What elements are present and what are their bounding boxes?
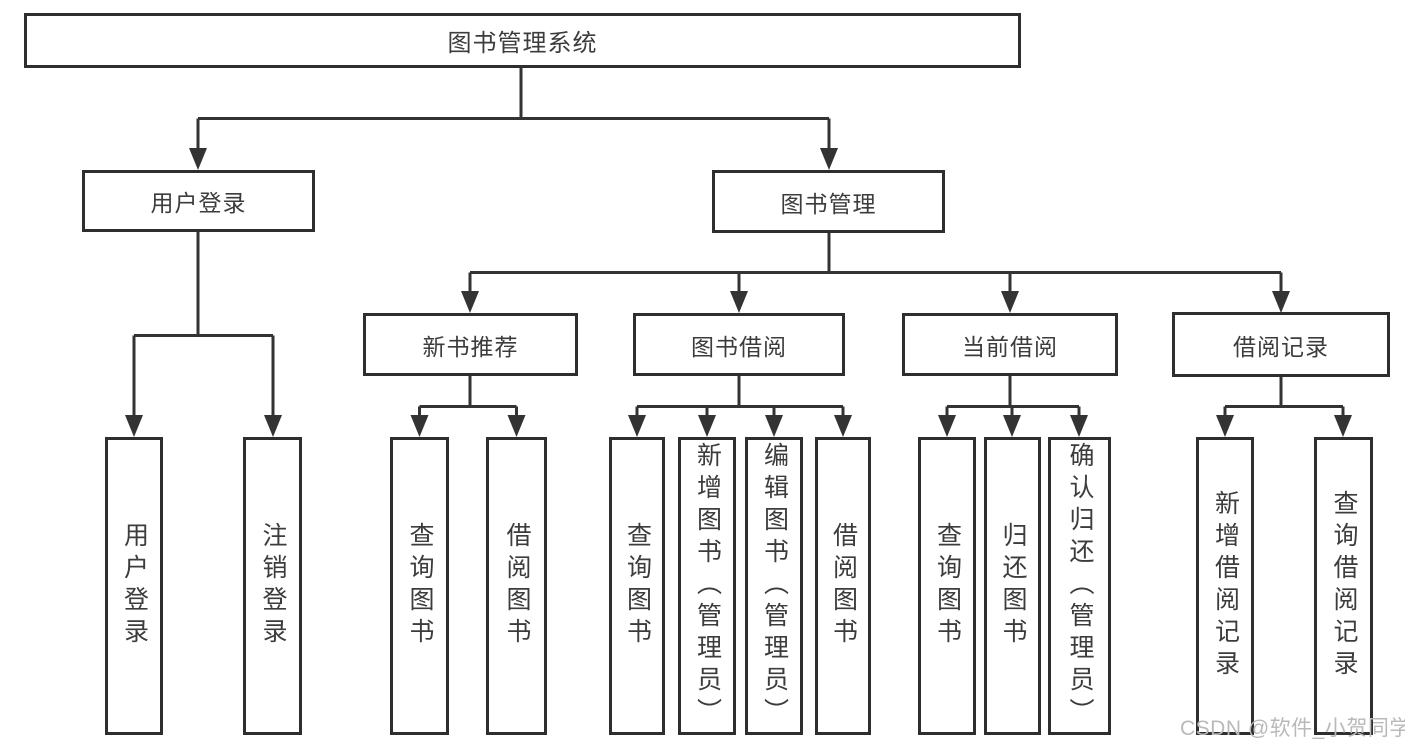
leaf-query-book-current: 查询图书 (918, 437, 976, 735)
leaf-return-book: 归还图书 (984, 437, 1041, 735)
leaf-add-book-admin: 新增图书（管理员） (678, 437, 736, 735)
node-root: 图书管理系统 (24, 13, 1021, 68)
node-user-login: 用户登录 (82, 170, 315, 232)
arrowhead-icons (125, 148, 1352, 437)
node-new-book-recommend: 新书推荐 (363, 313, 578, 376)
node-borrow-records: 借阅记录 (1172, 312, 1390, 377)
leaf-query-borrow-record: 查询借阅记录 (1314, 437, 1373, 735)
leaf-edit-book-admin: 编辑图书（管理员） (745, 437, 803, 735)
leaf-query-book-recommend: 查询图书 (390, 437, 449, 735)
leaf-query-book-borrow: 查询图书 (609, 437, 665, 735)
node-current-borrow: 当前借阅 (902, 313, 1118, 376)
leaf-user-login: 用户登录 (105, 437, 163, 735)
leaf-confirm-return-admin: 确认归还（管理员） (1048, 437, 1111, 735)
node-book-borrow: 图书借阅 (633, 313, 845, 376)
leaf-borrow-book: 借阅图书 (815, 437, 871, 735)
leaf-borrow-book-recommend: 借阅图书 (486, 437, 547, 735)
csdn-watermark: CSDN @软件_小贺同学 (1180, 717, 1405, 740)
leaf-add-borrow-record: 新增借阅记录 (1196, 437, 1254, 735)
leaf-logout: 注销登录 (243, 437, 302, 735)
node-book-management: 图书管理 (712, 170, 945, 233)
